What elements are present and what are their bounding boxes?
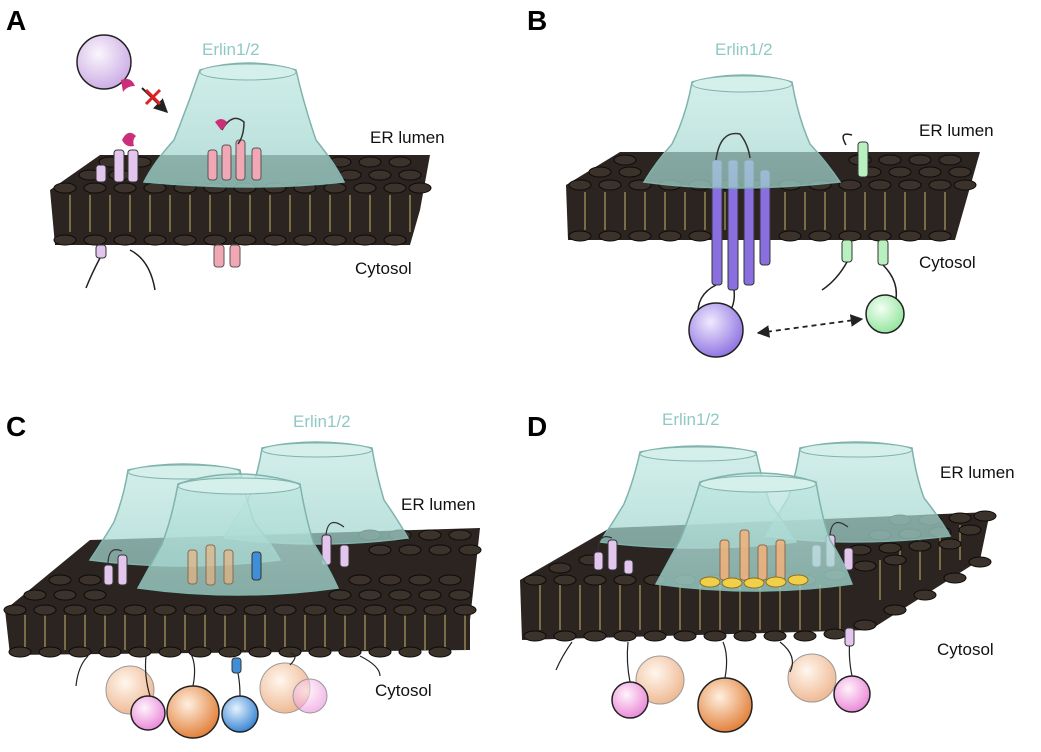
purple-protein-b (688, 159, 771, 358)
erlin-label-a: Erlin1/2 (202, 40, 260, 59)
cytosol-label-c: Cytosol (375, 681, 432, 700)
panel-b-letter: B (527, 5, 547, 36)
interaction-arrow (756, 314, 864, 338)
er-lumen-label-b: ER lumen (919, 121, 994, 140)
lilac-receptor-a (85, 132, 156, 291)
erlin-label-c: Erlin1/2 (293, 412, 351, 431)
erlin-label-b: Erlin1/2 (715, 40, 773, 59)
panel-a-letter: A (6, 5, 26, 36)
panel-c: C (3, 411, 482, 739)
receptor-cup-icon (122, 132, 136, 147)
pink-protein-cytosolic (213, 244, 241, 268)
cytosolic-domains-d (555, 627, 871, 733)
cytosol-label-b: Cytosol (919, 253, 976, 272)
er-lumen-label-d: ER lumen (940, 463, 1015, 482)
panel-b: B (527, 5, 994, 358)
erlin-complex-c (88, 441, 410, 674)
panel-a: A (6, 5, 445, 291)
erlin-complex-a (142, 62, 346, 268)
panel-c-letter: C (6, 411, 26, 442)
cytosol-label-a: Cytosol (355, 259, 412, 278)
panel-d-letter: D (527, 411, 547, 442)
erlin-label-d: Erlin1/2 (662, 410, 720, 429)
blocked-ligand-a (76, 34, 169, 113)
block-cross-icon (144, 88, 162, 106)
er-lumen-label-a: ER lumen (370, 128, 445, 147)
er-lumen-label-c: ER lumen (401, 495, 476, 514)
erlin-complex-d (593, 441, 952, 592)
yellow-lipid-cluster (699, 574, 809, 589)
cytosol-label-d: Cytosol (937, 640, 994, 659)
green-protein-b (821, 133, 905, 334)
panel-d: D (520, 410, 1015, 733)
cytosolic-domains-c (75, 652, 381, 739)
erlin-complex-b (642, 74, 842, 189)
